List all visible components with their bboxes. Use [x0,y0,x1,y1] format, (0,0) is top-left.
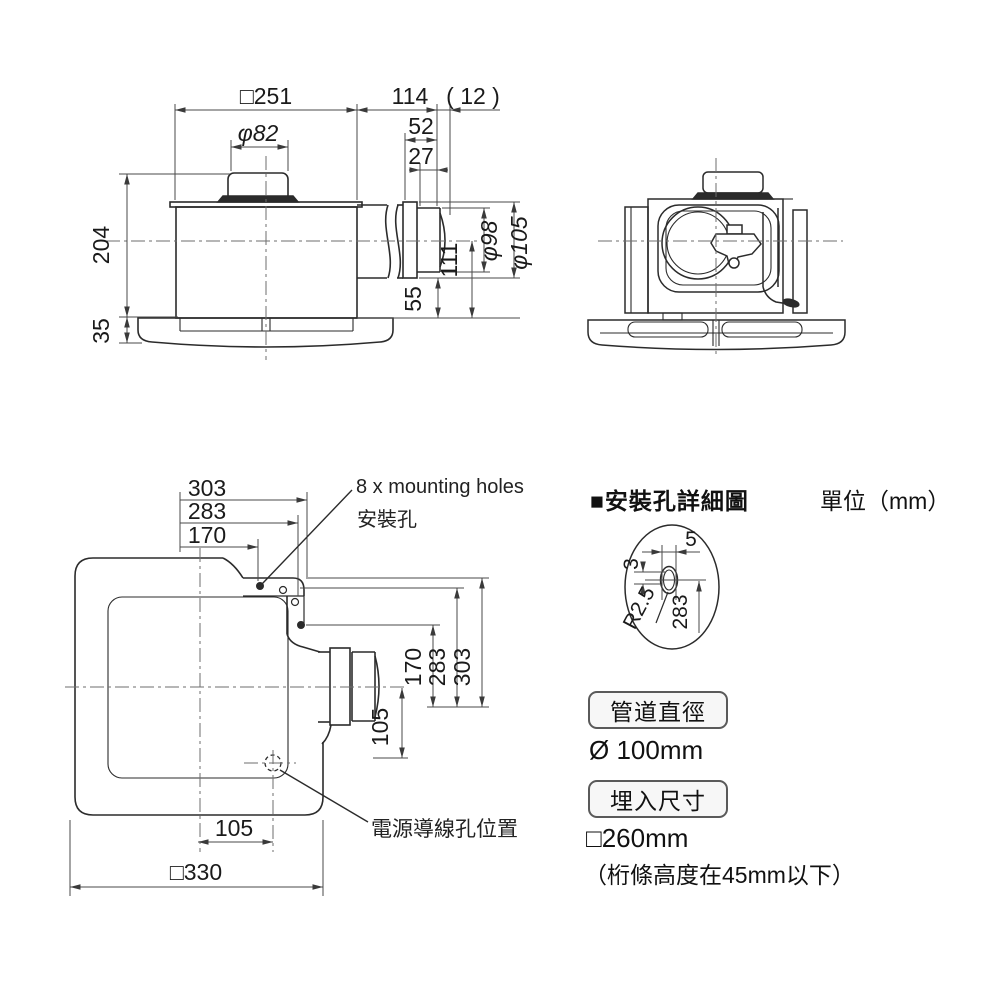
mounting-holes-label-en: 8 x mounting holes [356,476,524,498]
dim-label-170-top: 170 [188,522,226,548]
dim-label-w251: □251 [240,83,292,109]
dim-label-phi82: φ82 [238,120,279,146]
dim-label-27: 27 [408,143,434,169]
side-view-centerlines [106,156,478,360]
top-view-dimensions [69,489,489,896]
detail-title: ■安裝孔詳細圖 [590,488,749,514]
dim-label-170-right: 170 [400,648,426,686]
dim-label-55: 55 [400,286,426,312]
embed-size-box: 埋入尺寸 [588,780,728,818]
dim-label-105-vert: 105 [367,708,393,746]
dim-label-12: ( 12 ) [446,83,500,109]
side-view: □251 114 ( 12 ) φ82 52 27 204 35 55 111 … [88,83,532,360]
side-view-object [137,172,446,348]
dim-label-52: 52 [408,113,434,139]
front-view [587,158,846,356]
dim-label-283-detail: 283 [669,594,692,629]
dim-label-35: 35 [88,318,114,344]
front-view-centerlines [598,158,843,356]
dim-label-5: 5 [685,528,697,551]
dim-label-283-top: 283 [188,498,226,524]
side-view-dimensions [119,104,520,344]
mounting-holes-label-zh: 安裝孔 [357,509,417,531]
dim-label-111: 111 [436,243,462,278]
dim-label-3: 3 [620,558,643,570]
dim-label-204: 204 [88,226,114,265]
duct-diameter-box: 管道直徑 [588,691,728,729]
dim-label-330: □330 [170,859,222,885]
dim-label-303-top: 303 [188,475,226,501]
top-view: 303 283 170 170 283 303 105 105 □330 [65,475,489,896]
unit-note: 單位（mm） [820,488,951,514]
dim-label-phi98: φ98 [476,221,502,262]
top-view-centerlines [65,548,408,852]
embed-size-note: （桁條高度在45mm以下） [584,862,855,888]
dim-label-283-right: 283 [424,648,450,686]
detail-view: 5 3 R2.5 283 [619,524,720,650]
dim-label-105-bottom: 105 [215,815,253,841]
detail-dimensions [634,545,706,633]
duct-diameter-value: Ø 100mm [589,735,704,765]
power-cord-hole-label: 電源導線孔位置 [371,818,518,841]
embed-size-value: □260mm [586,823,689,853]
dim-label-phi105: φ105 [506,216,532,270]
dim-label-114: 114 [392,83,429,109]
dim-label-303-right: 303 [449,648,475,686]
